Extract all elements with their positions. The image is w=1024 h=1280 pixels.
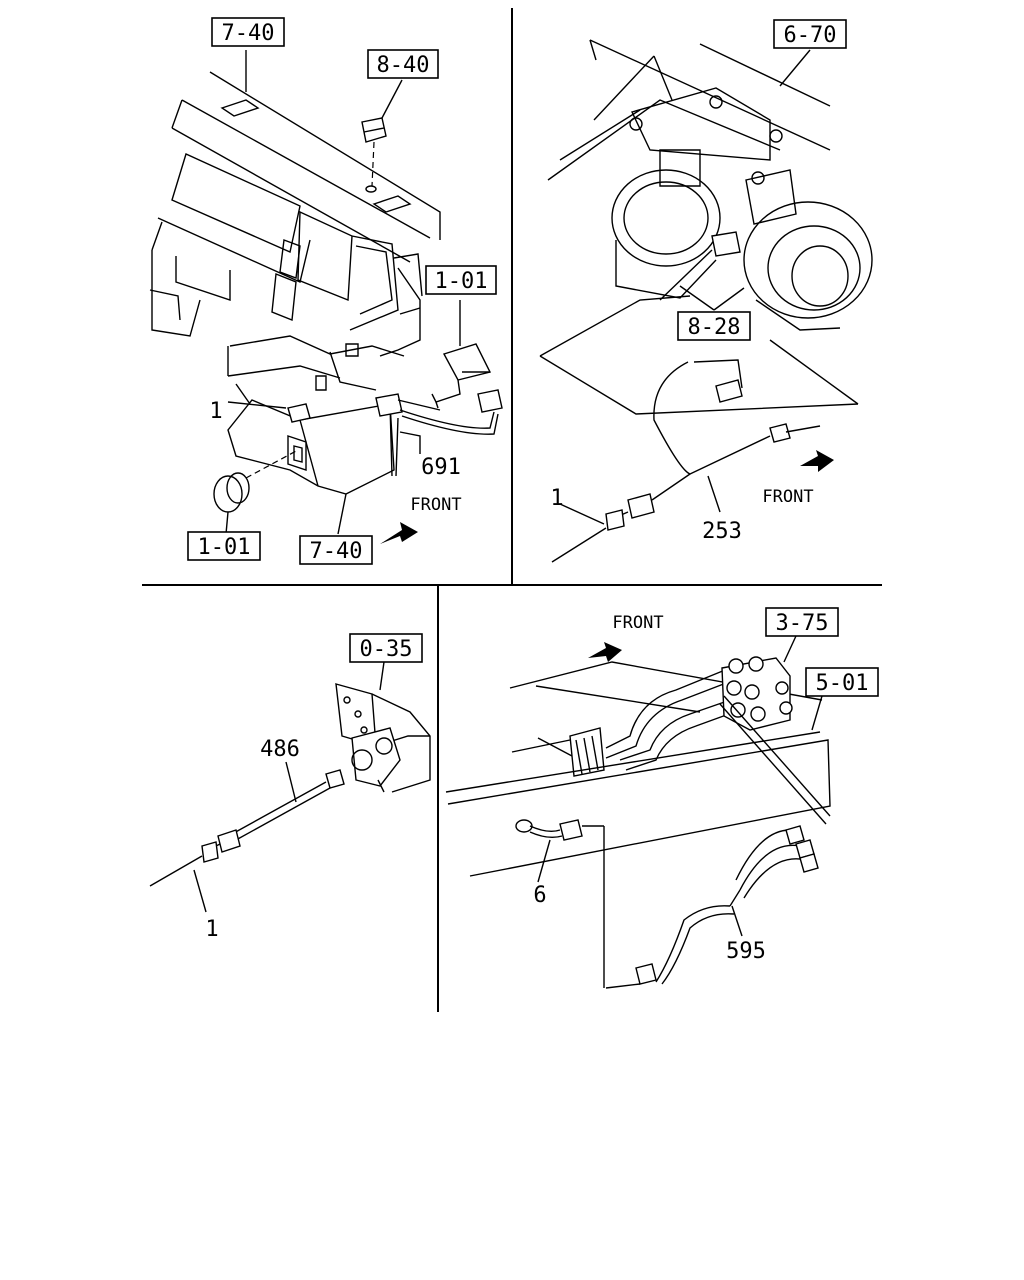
ref-label-1-01-knob: 1-01 <box>198 535 251 560</box>
panel-top-right: 6-70 8-28 1 253 FRONT <box>539 19 873 563</box>
front-label: FRONT <box>410 495 461 515</box>
part-label-1: 1 <box>550 486 563 511</box>
ref-label-8-28: 8-28 <box>688 315 741 340</box>
dashboard-drawing <box>149 50 503 544</box>
ref-label-7-40-bottom: 7-40 <box>310 539 363 564</box>
ref-box-8-28 <box>677 311 751 341</box>
part-label-1: 1 <box>209 399 222 424</box>
bracket-drawing <box>149 661 431 913</box>
ref-box-7-40-top <box>211 17 285 47</box>
panel-bottom-left: 0-35 486 1 <box>149 633 431 942</box>
ref-box-1-01-top <box>425 265 497 295</box>
ref-label-3-75: 3-75 <box>776 611 829 636</box>
ref-label-6-70: 6-70 <box>784 23 837 48</box>
ref-label-7-40-top: 7-40 <box>222 21 275 46</box>
ref-box-6-70 <box>773 19 847 49</box>
front-label: FRONT <box>762 487 813 507</box>
ref-label-0-35: 0-35 <box>360 637 413 662</box>
part-label-486: 486 <box>260 737 300 762</box>
ref-box-5-01 <box>805 667 879 697</box>
part-label-1: 1 <box>205 917 218 942</box>
part-label-595: 595 <box>726 939 766 964</box>
horn-drawing <box>539 39 873 563</box>
front-arrow-icon <box>380 522 418 544</box>
ref-label-1-01-top: 1-01 <box>435 269 488 294</box>
panel-top-left: 7-40 8-40 1-01 1-01 7-40 1 691 FRONT <box>149 17 503 565</box>
ref-box-8-40 <box>367 49 439 79</box>
front-label: FRONT <box>612 613 663 633</box>
ref-label-8-40: 8-40 <box>377 53 430 78</box>
part-label-253: 253 <box>702 519 742 544</box>
ref-label-5-01: 5-01 <box>816 671 869 696</box>
ref-box-3-75 <box>765 607 839 637</box>
ref-box-1-01-knob <box>187 531 261 561</box>
front-arrow-icon <box>588 642 622 662</box>
front-arrow-icon <box>800 450 834 472</box>
valve-drawing <box>445 635 831 989</box>
panel-bottom-right: 3-75 5-01 6 595 FRONT <box>445 607 879 989</box>
ref-box-0-35 <box>349 633 423 663</box>
part-label-691: 691 <box>421 455 461 480</box>
ref-box-7-40-bottom <box>299 535 373 565</box>
part-label-6: 6 <box>533 883 546 908</box>
